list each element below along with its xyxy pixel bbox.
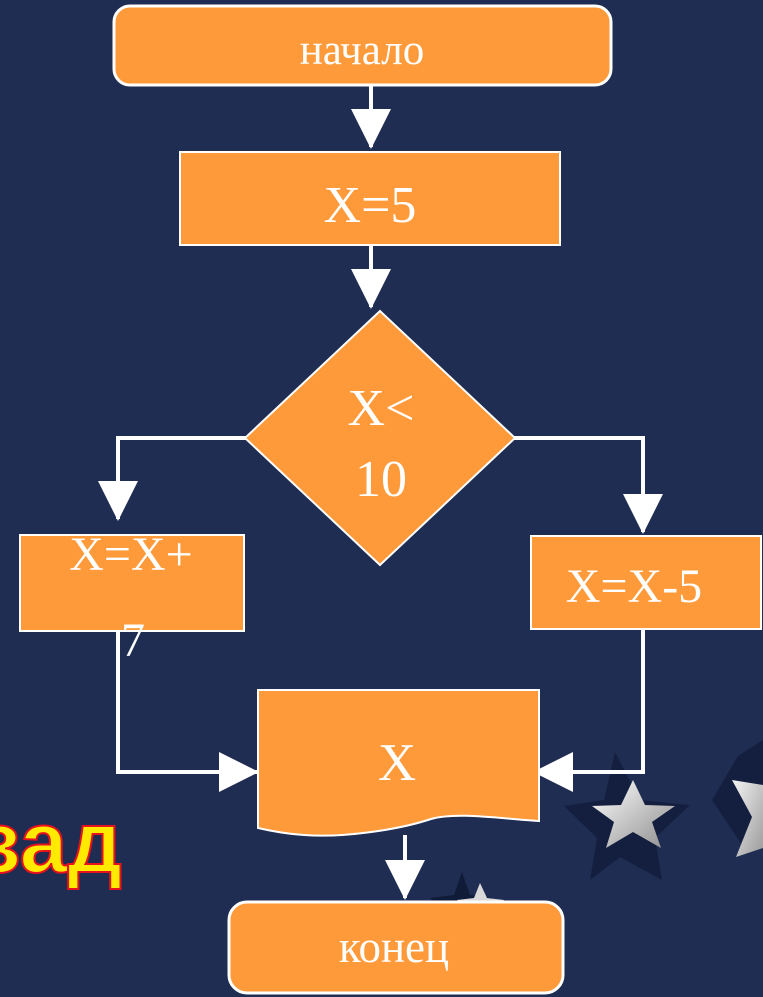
start-label: начало [300,27,424,74]
star-icon [592,780,675,848]
arrow-condition-to-left [98,436,249,521]
connectors [98,82,663,900]
decision-node: X< 10 [243,309,517,567]
arrow-right-to-output [533,627,645,792]
end-node: конец [227,900,565,995]
output-node: X [257,689,540,837]
condition-label-line2: 10 [355,451,407,508]
right-process-node: X=X-5 [530,535,762,630]
left-process-label-line2: 7 [121,614,145,667]
left-process-label-line1: X=X+ [69,528,192,581]
end-label: конец [339,922,449,972]
assign-node: X=5 [179,151,561,246]
left-process-node: X=X+ 7 [19,528,245,667]
assign-label: X=5 [324,177,417,234]
condition-label-line1: X< [348,380,415,437]
right-process-label: X=X-5 [566,560,702,613]
output-label: X [378,734,416,792]
arrow-left-to-output [116,624,259,792]
start-node: начало [112,4,613,87]
back-button[interactable]: зад [0,794,123,892]
arrow-condition-to-right [508,436,663,534]
chevron-right-icon[interactable] [712,740,763,857]
